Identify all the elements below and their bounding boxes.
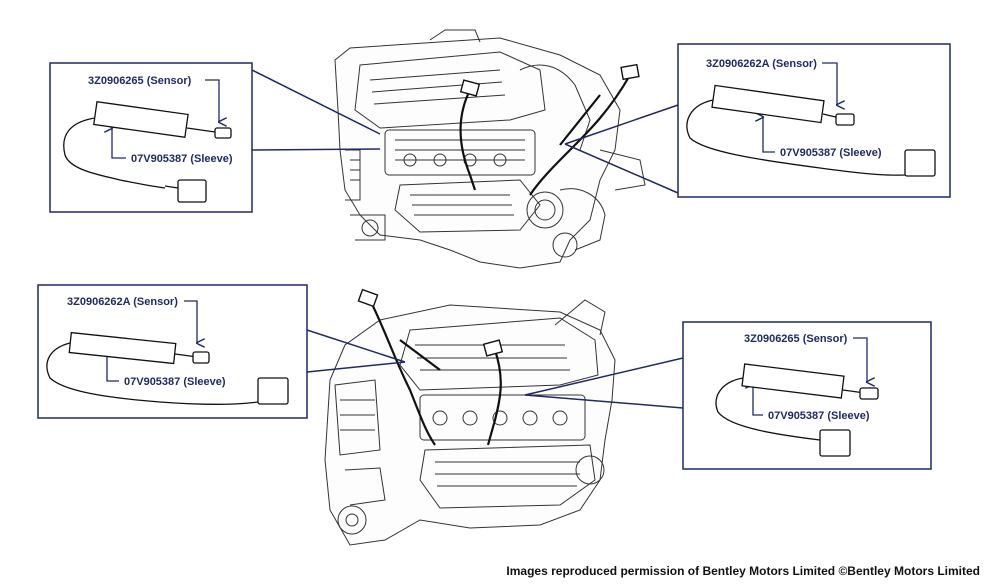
oxygen-sensor-drawing xyxy=(715,363,879,457)
sensor-part-label: 3Z0906262A (Sensor) xyxy=(67,296,178,308)
sensor-harness-top xyxy=(459,74,631,196)
sleeve-part-label: 07V905387 (Sleeve) xyxy=(780,147,882,159)
sensor-part-label: 3Z0906265 (Sensor) xyxy=(88,75,192,87)
sensor-harness-bottom xyxy=(369,299,502,446)
leader-bottom-left-lower xyxy=(306,361,406,373)
sleeve-part-label: 07V905387 (Sleeve) xyxy=(124,376,226,388)
connector-bottom xyxy=(357,288,504,357)
leader-top-left-upper xyxy=(251,69,381,135)
callout-bottom-right: 3Z0906265 (Sensor) 07V905387 (Sleeve) xyxy=(682,321,932,470)
sensor-part-label: 3Z0906262A (Sensor) xyxy=(706,58,817,70)
connector-top xyxy=(459,63,640,97)
callout-bottom-left: 3Z0906262A (Sensor) 07V905387 (Sleeve) xyxy=(37,284,308,419)
leader-top-right-upper xyxy=(564,104,679,145)
leader-top-left-lower xyxy=(251,148,381,151)
leader-bottom-right-lower xyxy=(524,394,684,409)
leader-bottom-left-upper xyxy=(306,329,406,363)
sleeve-part-label: 07V905387 (Sleeve) xyxy=(131,153,233,165)
sleeve-part-label: 07V905387 (Sleeve) xyxy=(768,410,870,422)
sensor-part-label: 3Z0906265 (Sensor) xyxy=(744,333,848,345)
leader-bottom-right-upper xyxy=(524,357,684,396)
oxygen-sensor-drawing xyxy=(686,84,936,177)
leader-top-right-lower xyxy=(564,143,679,194)
leader-lines xyxy=(251,69,684,409)
callout-top-left: 3Z0906265 (Sensor) 07V905387 (Sleeve) xyxy=(49,62,253,213)
oxygen-sensor-drawing xyxy=(63,100,232,203)
callout-top-right: 3Z0906262A (Sensor) 07V905387 (Sleeve) xyxy=(677,43,951,198)
oxygen-sensor-drawing xyxy=(46,331,289,405)
engine-bottom-illustration xyxy=(324,299,616,546)
copyright-credit: Images reproduced permission of Bentley … xyxy=(506,564,980,578)
engine-top-illustration xyxy=(334,29,646,269)
